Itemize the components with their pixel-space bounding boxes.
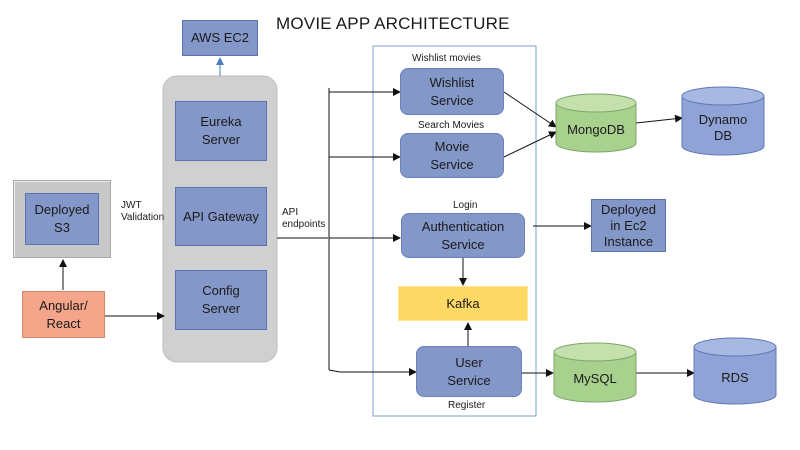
mongodb-cylinder [555,93,637,153]
aws-ec2-node: AWS EC2 [182,20,258,56]
dynamodb-label: Dynamo DB [698,112,748,143]
deployed-s3-node: Deployed S3 [25,193,99,245]
dynamodb-cylinder [681,86,765,156]
api-gateway-node: API Gateway [175,187,267,246]
movie-service-node: Movie Service [400,133,504,178]
kafka-node: Kafka [398,286,528,321]
mongodb-label: MongoDB [567,122,625,137]
search-movies-label: Search Movies [418,120,485,131]
config-server-node: Config Server [175,270,267,330]
services-region [372,45,537,417]
client-node: Angular/ React [22,291,105,338]
rds-cylinder [693,337,777,405]
user-service-node: User Service [416,346,522,397]
mysql-cylinder [553,342,637,403]
arrow-wishlist-to-mongo [503,91,557,128]
rds-label: RDS [721,370,749,385]
api-endpoints-label: API endpoints [282,207,326,230]
arrow-mongo-to-dynamo [635,114,683,124]
diagram-title: MOVIE APP ARCHITECTURE [276,14,510,33]
login-label: Login [453,200,478,211]
deployed-ec2-node: Deployed in Ec2 Instance [591,199,666,252]
authentication-service-node: Authentication Service [401,213,525,258]
register-label: Register [448,400,486,411]
wishlist-movies-label: Wishlist movies [412,53,481,64]
arrow-movie-to-mongo [503,131,557,158]
eureka-server-node: Eureka Server [175,101,267,161]
mysql-label: MySQL [573,371,617,386]
wishlist-service-node: Wishlist Service [400,68,504,115]
arrow-to-user [328,368,417,376]
jwt-validation-label: JWT Validation [121,200,165,223]
